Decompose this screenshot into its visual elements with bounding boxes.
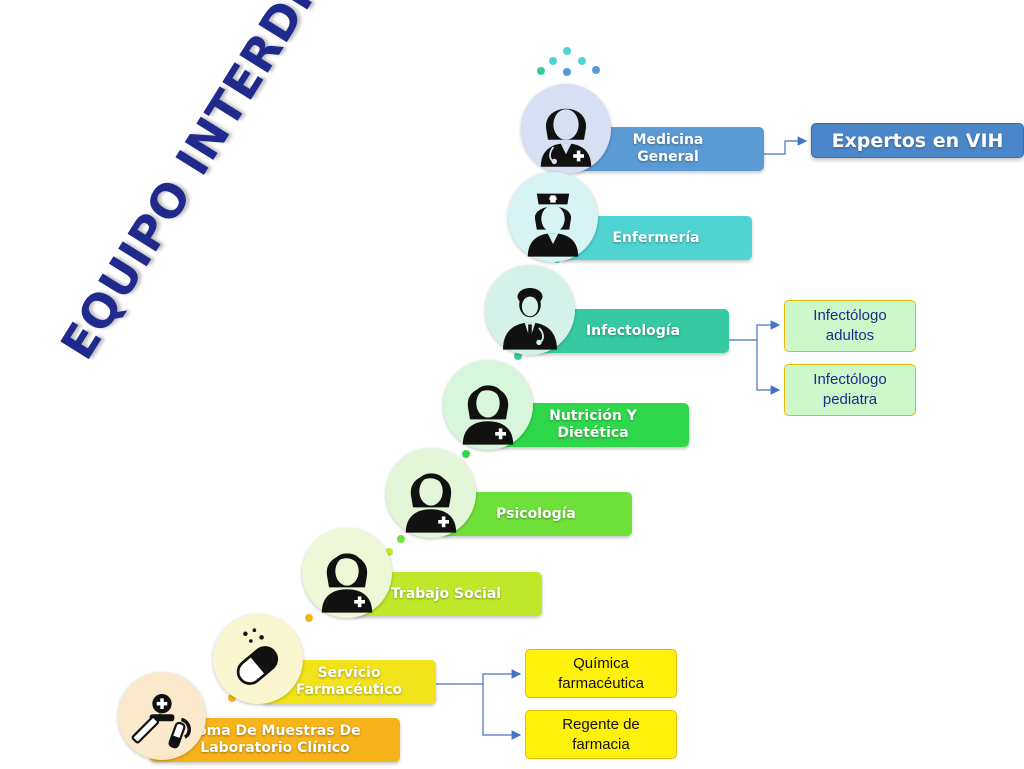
connector-infectologo-adultos [728, 320, 781, 341]
box-regente-farmacia: Regente de farmacia [525, 710, 677, 759]
decor-dot [549, 57, 557, 65]
box-quimica-farmaceutica: Química farmacéutica [525, 649, 677, 698]
male-doctor-icon [503, 287, 557, 350]
step-circle-psicologia [386, 448, 476, 538]
female-health-worker-icon [462, 385, 514, 445]
lab-sample-icon [131, 694, 191, 749]
female-health-worker-icon [321, 553, 373, 613]
connector-regente [482, 684, 522, 740]
nurse-icon [527, 193, 579, 257]
decor-dot [563, 47, 571, 55]
connector-infectologo-pediatra [756, 340, 781, 395]
path-dot [514, 352, 522, 360]
pill-capsule-icon [236, 628, 279, 685]
box-infectologo-pediatra: Infectólogo pediatra [784, 364, 916, 416]
box-infectologo-adultos: Infectólogo adultos [784, 300, 916, 352]
female-doctor-icon [540, 108, 592, 167]
step-circle-medicina-general [521, 84, 611, 174]
step-circle-enfermeria [508, 172, 598, 262]
step-circle-toma-de-muestras [118, 672, 206, 760]
step-circle-infectologia [485, 265, 575, 355]
path-dot [228, 694, 236, 702]
path-dot [305, 614, 313, 622]
connector-quimica [435, 669, 522, 685]
decor-dot [592, 66, 600, 74]
decor-dot [537, 67, 545, 75]
connector-expertos [764, 136, 808, 155]
path-dot [462, 450, 470, 458]
step-bar-nutricion-dietetica: Nutrición Y Dietética [497, 403, 689, 447]
decor-dot [563, 68, 571, 76]
step-circle-servicio-farmaceutico [213, 614, 303, 704]
path-dot [385, 548, 393, 556]
decor-dot [578, 57, 586, 65]
box-expertos-vih: Expertos en VIH [811, 123, 1024, 158]
path-dot [397, 535, 405, 543]
female-health-worker-icon [405, 473, 457, 533]
step-circle-nutricion-dietetica [443, 360, 533, 450]
step-circle-trabajo-social [302, 528, 392, 618]
